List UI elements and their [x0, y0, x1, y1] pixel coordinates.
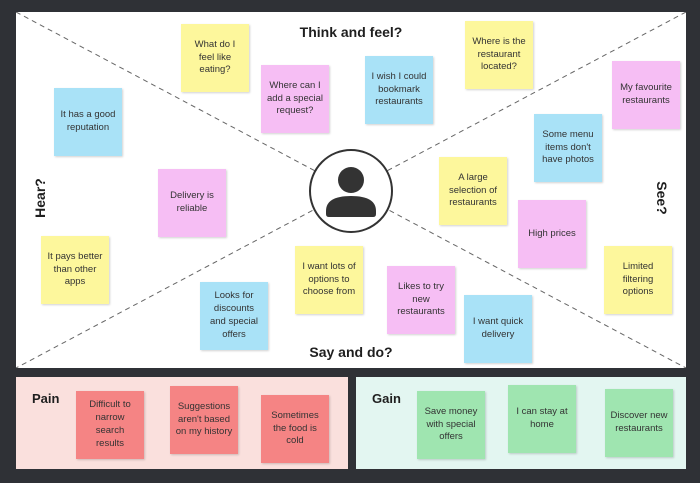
sticky-note: A large selection of restaurants [439, 157, 507, 225]
gain-note: I can stay at home [508, 385, 576, 453]
sticky-note: Likes to try new restaurants [387, 266, 455, 334]
see-title: See? [654, 181, 670, 215]
gain-note: Save money with special offers [417, 391, 485, 459]
sticky-note: High prices [518, 200, 586, 268]
say-do-title: Say and do? [309, 344, 393, 360]
pain-note: Sometimes the food is cold [261, 395, 329, 463]
sticky-note: I want quick delivery [464, 295, 532, 363]
pain-title: Pain [32, 391, 60, 406]
gain-panel: Gain Save money with special offers I ca… [356, 377, 686, 469]
sticky-note: I want lots of options to choose from [295, 246, 363, 314]
think-feel-title: Think and feel? [299, 24, 403, 40]
sticky-note: Limited filtering options [604, 246, 672, 314]
persona-avatar [309, 149, 393, 233]
person-icon [326, 167, 376, 217]
sticky-note: It has a good reputation [54, 88, 122, 156]
sticky-note: Looks for discounts and special offers [200, 282, 268, 350]
pain-panel: Pain Difficult to narrow search results … [16, 377, 348, 469]
gain-note: Discover new restaurants [605, 389, 673, 457]
pain-note: Difficult to narrow search results [76, 391, 144, 459]
sticky-note: What do I feel like eating? [181, 24, 249, 92]
sticky-note: Delivery is reliable [158, 169, 226, 237]
hear-title: Hear? [32, 178, 48, 218]
sticky-note: It pays better than other apps [41, 236, 109, 304]
gain-title: Gain [372, 391, 401, 406]
sticky-note: Some menu items don't have photos [534, 114, 602, 182]
sticky-note: I wish I could bookmark restaurants [365, 56, 433, 124]
sticky-note: Where can I add a special request? [261, 65, 329, 133]
sticky-note: Where is the restaurant located? [465, 21, 533, 89]
empathy-map-board: Think and feel? Say and do? Hear? See? W… [16, 12, 686, 368]
sticky-note: My favourite restaurants [612, 61, 680, 129]
pain-note: Suggestions aren't based on my history [170, 386, 238, 454]
